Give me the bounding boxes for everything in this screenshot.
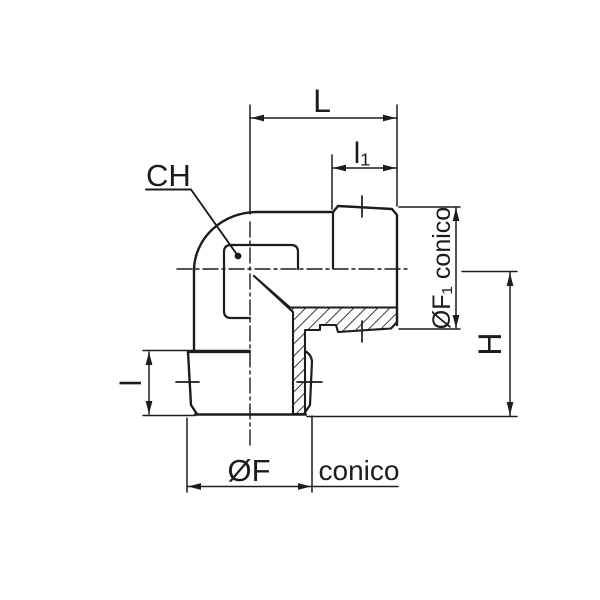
dim-F1-arrow-top xyxy=(452,208,460,221)
centerlines xyxy=(176,221,409,448)
dim-l1-arrow-left xyxy=(333,164,346,172)
dim-label-CH: CH xyxy=(146,158,191,193)
dim-l-arrow-bottom xyxy=(145,401,153,414)
dim-L-arrow-right xyxy=(383,114,396,122)
dim-F-arrow-left xyxy=(188,483,201,490)
dim-label-L: L xyxy=(313,83,331,119)
ch-leader-line xyxy=(145,188,239,257)
bottom-thread-left-profile xyxy=(186,350,199,416)
dimension-F1-conico: ØF₁ conico xyxy=(398,206,461,330)
dim-H-arrow-bottom xyxy=(506,402,514,415)
dim-label-F: ØF xyxy=(227,453,270,488)
leader-CH: CH xyxy=(145,158,242,260)
elbow-outer-bend xyxy=(192,210,335,273)
dim-F-arrow-right xyxy=(298,483,311,490)
dim-label-H: H xyxy=(472,332,508,355)
dim-label-l1: l₁ xyxy=(354,137,371,170)
dim-F1-arrow-bottom xyxy=(452,315,460,328)
dim-label-conico: conico xyxy=(319,455,400,486)
dim-L-arrow-left xyxy=(251,114,264,122)
dim-label-F1-conico: ØF₁ conico xyxy=(428,207,456,329)
dim-l1-arrow-right xyxy=(383,164,396,172)
bottom-thread-right-profile xyxy=(302,349,314,416)
section-hatch-region xyxy=(252,274,399,416)
dimension-F-conico: ØF conico xyxy=(186,415,400,493)
hex-flat-face xyxy=(222,243,300,320)
dim-label-l: l xyxy=(115,380,148,387)
dim-H-arrow-top xyxy=(506,273,514,286)
dimension-l1: l₁ xyxy=(331,137,398,210)
dim-l-arrow-top xyxy=(145,352,153,365)
right-thread-profile xyxy=(331,204,399,327)
dimension-L: L xyxy=(249,83,398,215)
dimension-H: H xyxy=(306,270,518,418)
thread-gauge-ticks xyxy=(175,195,363,383)
dimension-l: l xyxy=(115,349,251,417)
ch-leader-dot xyxy=(234,252,242,260)
